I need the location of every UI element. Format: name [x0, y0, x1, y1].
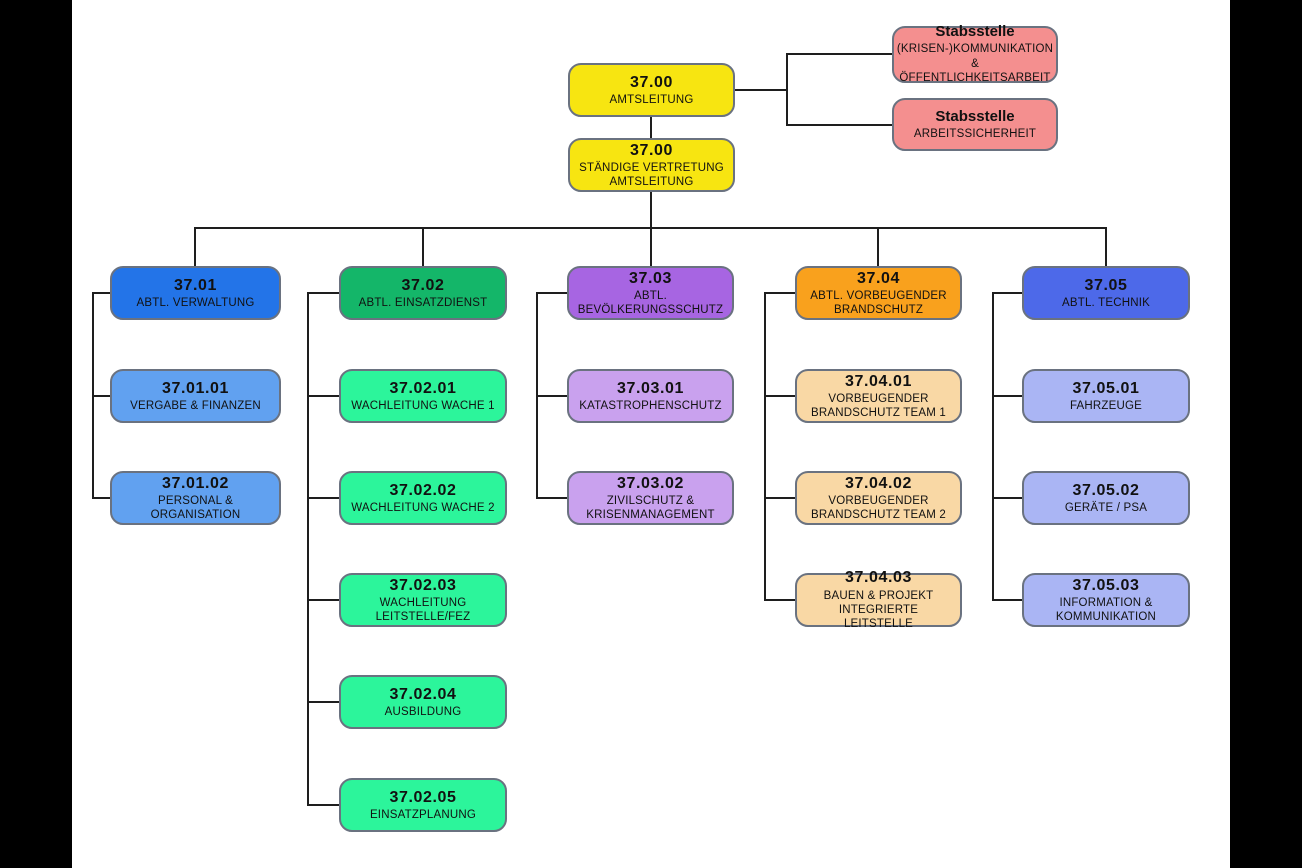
- node-37-02-04: 37.02.04 AUSBILDUNG: [339, 675, 507, 729]
- node-code: 37.04.01: [844, 372, 913, 390]
- node-label: AUSBILDUNG: [384, 705, 462, 718]
- node-code: 37.02.04: [389, 685, 457, 703]
- node-label: ZIVILSCHUTZ & KRISENMANAGEMENT: [586, 494, 715, 522]
- node-37-02-03: 37.02.03 WACHLEITUNG LEITSTELLE/FEZ: [339, 573, 507, 627]
- node-stabsstelle-arbeitssicherheit: Stabsstelle ARBEITSSICHERHEIT: [892, 98, 1058, 151]
- node-label: EINSATZPLANUNG: [369, 808, 477, 821]
- node-label: (KRISEN-)KOMMUNIKATION & ÖFFENTLICHKEITS…: [896, 43, 1054, 85]
- node-label: FAHRZEUGE: [1069, 399, 1143, 412]
- node-label: INFORMATION & KOMMUNIKATION: [1055, 596, 1157, 624]
- node-code: 37.02: [401, 276, 445, 294]
- node-37-02-05: 37.02.05 EINSATZPLANUNG: [339, 778, 507, 832]
- node-37-03: 37.03 ABTL. BEVÖLKERUNGSSCHUTZ: [567, 266, 734, 320]
- node-37-05-02: 37.05.02 GERÄTE / PSA: [1022, 471, 1190, 525]
- node-code: 37.05.03: [1072, 576, 1140, 594]
- node-code: 37.05.02: [1072, 481, 1140, 499]
- node-37-03-02: 37.03.02 ZIVILSCHUTZ & KRISENMANAGEMENT: [567, 471, 734, 525]
- node-label: VORBEUGENDER BRANDSCHUTZ TEAM 1: [810, 392, 946, 420]
- node-label: PERSONAL & ORGANISATION: [150, 494, 241, 522]
- node-label: ABTL. EINSATZDIENST: [358, 296, 488, 309]
- node-label: ABTL. VORBEUGENDER BRANDSCHUTZ: [810, 289, 947, 317]
- connector-path: [92, 53, 1107, 806]
- node-37-03-01: 37.03.01 KATASTROPHENSCHUTZ: [567, 369, 734, 423]
- node-label: WACHLEITUNG WACHE 2: [351, 501, 495, 514]
- node-code: 37.03: [628, 269, 673, 287]
- node-code: 37.05.01: [1072, 379, 1140, 397]
- node-label: BAUEN & PROJEKT INTEGRIERTE LEITSTELLE: [823, 589, 934, 631]
- node-37-02-01: 37.02.01 WACHLEITUNG WACHE 1: [339, 369, 507, 423]
- node-37-01-01: 37.01.01 VERGABE & FINANZEN: [110, 369, 281, 423]
- node-label: ABTL. BEVÖLKERUNGSSCHUTZ: [577, 289, 724, 317]
- node-code: 37.02.03: [389, 576, 457, 594]
- node-code: 37.00: [629, 73, 674, 91]
- node-label: KATASTROPHENSCHUTZ: [579, 399, 722, 412]
- node-label: VORBEUGENDER BRANDSCHUTZ TEAM 2: [810, 494, 946, 522]
- node-37-05-03: 37.05.03 INFORMATION & KOMMUNIKATION: [1022, 573, 1190, 627]
- node-code: 37.02.02: [389, 481, 457, 499]
- node-label: ABTL. TECHNIK: [1061, 296, 1151, 309]
- node-code: 37.05: [1084, 276, 1128, 294]
- node-code: 37.00: [629, 141, 674, 159]
- node-label: VERGABE & FINANZEN: [130, 399, 261, 412]
- node-37-04-01: 37.04.01 VORBEUGENDER BRANDSCHUTZ TEAM 1: [795, 369, 962, 423]
- node-label: STÄNDIGE VERTRETUNG AMTSLEITUNG: [579, 161, 724, 189]
- node-title: Stabsstelle: [935, 23, 1015, 41]
- node-label: AMTSLEITUNG: [609, 93, 694, 106]
- node-title: Stabsstelle: [935, 107, 1015, 125]
- node-37-01: 37.01 ABTL. VERWALTUNG: [110, 266, 281, 320]
- node-37-05: 37.05 ABTL. TECHNIK: [1022, 266, 1190, 320]
- node-code: 37.01.01: [161, 379, 230, 397]
- node-code: 37.02.01: [389, 379, 457, 397]
- node-label: GERÄTE / PSA: [1064, 501, 1148, 514]
- node-37-00-staendige-vertretung: 37.00 STÄNDIGE VERTRETUNG AMTSLEITUNG: [568, 138, 735, 192]
- node-code: 37.01.02: [161, 474, 230, 492]
- node-37-04: 37.04 ABTL. VORBEUGENDER BRANDSCHUTZ: [795, 266, 962, 320]
- node-code: 37.01: [173, 276, 218, 294]
- node-37-00-amtsleitung: 37.00 AMTSLEITUNG: [568, 63, 735, 117]
- node-label: WACHLEITUNG LEITSTELLE/FEZ: [375, 596, 471, 624]
- letterbox-left: [0, 0, 72, 868]
- node-37-04-03: 37.04.03 BAUEN & PROJEKT INTEGRIERTE LEI…: [795, 569, 962, 630]
- node-37-04-02: 37.04.02 VORBEUGENDER BRANDSCHUTZ TEAM 2: [795, 471, 962, 525]
- node-label: WACHLEITUNG WACHE 1: [351, 399, 495, 412]
- node-code: 37.04.03: [844, 569, 913, 587]
- letterbox-right: [1230, 0, 1302, 868]
- node-37-02-02: 37.02.02 WACHLEITUNG WACHE 2: [339, 471, 507, 525]
- node-37-02: 37.02 ABTL. EINSATZDIENST: [339, 266, 507, 320]
- node-code: 37.03.01: [616, 379, 685, 397]
- node-37-05-01: 37.05.01 FAHRZEUGE: [1022, 369, 1190, 423]
- node-code: 37.03.02: [616, 474, 685, 492]
- node-code: 37.04: [856, 269, 901, 287]
- node-code: 37.04.02: [844, 474, 913, 492]
- node-code: 37.02.05: [389, 788, 457, 806]
- node-stabsstelle-kommunikation: Stabsstelle (KRISEN-)KOMMUNIKATION & ÖFF…: [892, 23, 1058, 85]
- node-label: ABTL. VERWALTUNG: [136, 296, 255, 309]
- node-label: ARBEITSSICHERHEIT: [913, 127, 1037, 140]
- node-37-01-02: 37.01.02 PERSONAL & ORGANISATION: [110, 471, 281, 525]
